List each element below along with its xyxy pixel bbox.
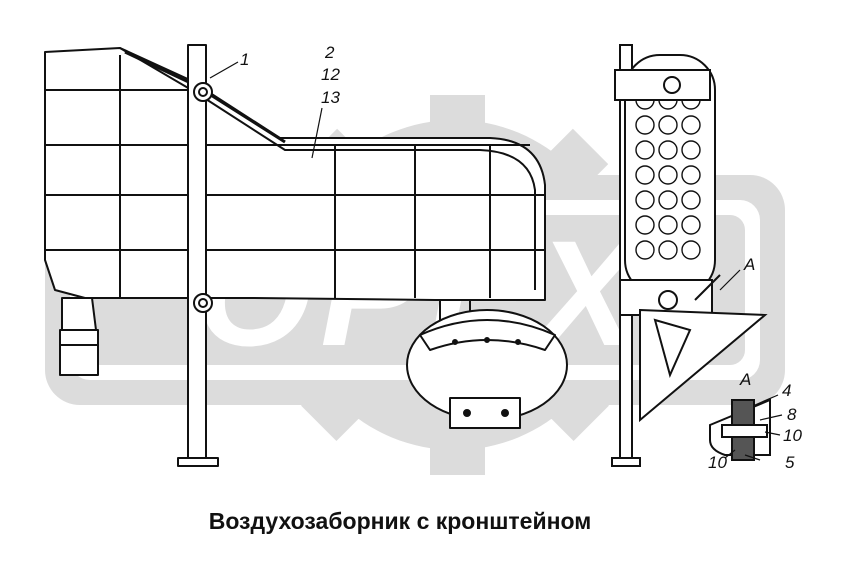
callout-4: 4 (782, 381, 791, 400)
intake-housing-outline (44, 47, 546, 301)
air-intake-side-view (611, 44, 768, 467)
callout-view-a: A (743, 255, 755, 274)
callout-13: 13 (321, 88, 340, 107)
bracket-post (187, 44, 207, 464)
callout-10-right: 10 (783, 426, 802, 445)
callout-2: 2 (324, 43, 335, 62)
diagram-caption: Воздухозаборник с кронштейном (208, 508, 592, 534)
callout-detail-a: A (739, 370, 751, 389)
leader-lines (209, 61, 741, 291)
callout-10-left: 10 (708, 453, 727, 472)
clamp-nut-bottom (193, 293, 213, 313)
air-intake-front-view (44, 44, 568, 467)
callout-1: 1 (240, 50, 249, 69)
drain-fitting (61, 297, 97, 331)
clamp-nut-top (193, 82, 213, 102)
callout-5: 5 (785, 453, 795, 472)
callout-12: 12 (321, 65, 340, 84)
detail-a (709, 394, 783, 461)
callout-8: 8 (787, 405, 797, 424)
